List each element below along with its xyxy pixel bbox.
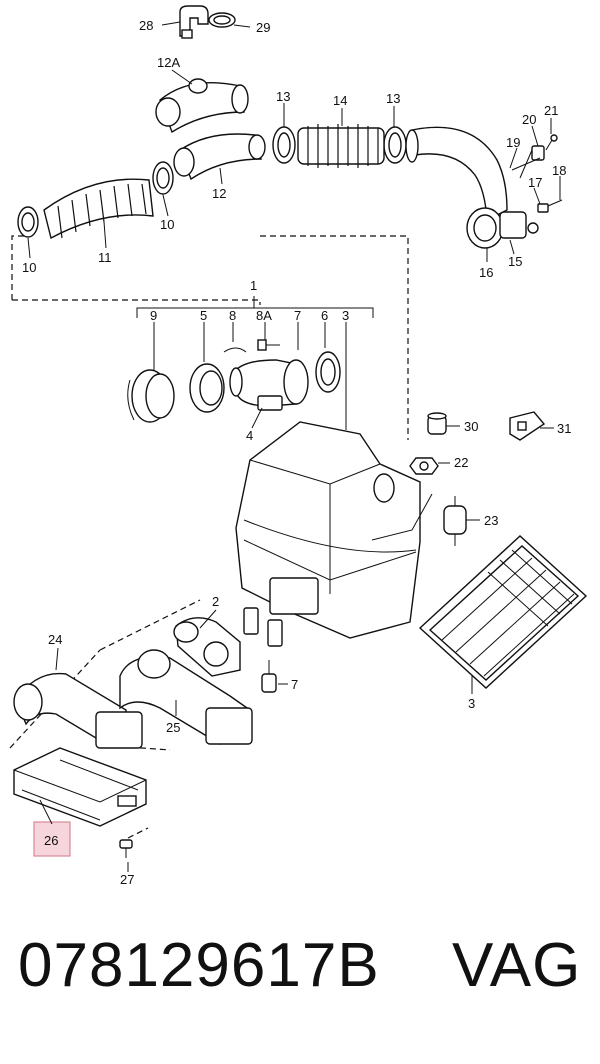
brand-name: VAG [452, 931, 582, 1000]
grommet-30-part [427, 412, 447, 435]
callout-12a: 12A [157, 55, 180, 70]
callout-1: 1 [250, 278, 257, 293]
callout-29: 29 [256, 20, 270, 35]
hose-to-throttle-part [405, 126, 539, 249]
callout-27: 27 [120, 872, 134, 887]
callout-16: 16 [479, 265, 493, 280]
callout-28: 28 [139, 18, 153, 33]
clamp-10-lower-part [17, 206, 39, 238]
connector-4-part [229, 359, 309, 411]
clamp-13-right-part [383, 126, 407, 164]
group-1-leader-lines [153, 322, 347, 430]
callout-6: 6 [321, 308, 328, 323]
callout-7-lower: 7 [291, 677, 298, 692]
hose-12-part [173, 133, 266, 181]
rubber-mount-23-part [443, 496, 467, 546]
highlighted-part-26-box [33, 821, 71, 857]
intake-link-line [99, 599, 201, 651]
callout-15: 15 [508, 254, 522, 269]
callout-7-upper: 7 [294, 308, 301, 323]
hose-2-part [173, 617, 241, 677]
callout-10-upper: 10 [160, 217, 174, 232]
sensor-parts-17-21 [511, 134, 563, 213]
upper-group-frame-bottom [12, 299, 261, 305]
exploded-parts-diagram: 28 29 12A 13 14 13 21 20 19 18 17 12 10 … [9, 5, 588, 887]
callout-12: 12 [212, 186, 226, 201]
callout-8: 8 [229, 308, 236, 323]
clip-8-part [223, 347, 247, 353]
breather-elbow-part [179, 5, 236, 39]
filter-element-3-part [418, 535, 588, 689]
callout-3-upper: 3 [342, 308, 349, 323]
callout-10-lower: 10 [22, 260, 36, 275]
air-filter-housing-part [235, 421, 433, 647]
clamp-13-left-part [272, 126, 296, 164]
seal-9-part [127, 369, 175, 423]
intake-duct-26-part [13, 747, 147, 827]
screw-link-line [127, 827, 149, 839]
callout-4: 4 [246, 428, 253, 443]
callout-26: 26 [44, 833, 58, 848]
elbow-hose-12a-part [155, 78, 249, 134]
callout-2: 2 [212, 594, 219, 609]
callout-24: 24 [48, 632, 62, 647]
callout-31: 31 [557, 421, 571, 436]
hose-24-part [13, 672, 143, 749]
callout-13-left: 13 [276, 89, 290, 104]
callout-18: 18 [552, 163, 566, 178]
sensor-31-part [509, 411, 546, 441]
callout-leader-lines [27, 21, 561, 872]
callout-3-lower: 3 [468, 696, 475, 711]
bellows-14-part [297, 124, 385, 168]
callout-11: 11 [98, 250, 112, 265]
screw-27-part [119, 839, 133, 858]
hose-25-part [119, 649, 253, 745]
clamp-10-upper-part [152, 161, 174, 195]
callout-22: 22 [454, 455, 468, 470]
ring-6-part [315, 351, 341, 393]
callout-5: 5 [200, 308, 207, 323]
callout-17: 17 [528, 175, 542, 190]
ring-5-part [189, 363, 225, 413]
group-1-bracket [136, 307, 374, 318]
callout-8a: 8A [256, 308, 272, 323]
nut-22-part [409, 457, 439, 475]
callout-21: 21 [544, 103, 558, 118]
callout-14: 14 [333, 93, 347, 108]
callout-9: 9 [150, 308, 157, 323]
bolt-7-lower-part [261, 660, 277, 693]
footer: 078129617B VAG [0, 930, 600, 1030]
upper-group-frame-right [260, 235, 409, 440]
part-number: 078129617B [18, 931, 380, 1000]
screw-8a-part [257, 339, 280, 351]
corrugated-hose-11-part [43, 178, 154, 240]
callout-13-right: 13 [386, 91, 400, 106]
upper-group-frame [11, 235, 24, 300]
callout-23: 23 [484, 513, 498, 528]
callout-30: 30 [464, 419, 478, 434]
callout-19: 19 [506, 135, 520, 150]
intake-link-line-2 [9, 649, 101, 749]
callout-25: 25 [166, 720, 180, 735]
callout-20: 20 [522, 112, 536, 127]
